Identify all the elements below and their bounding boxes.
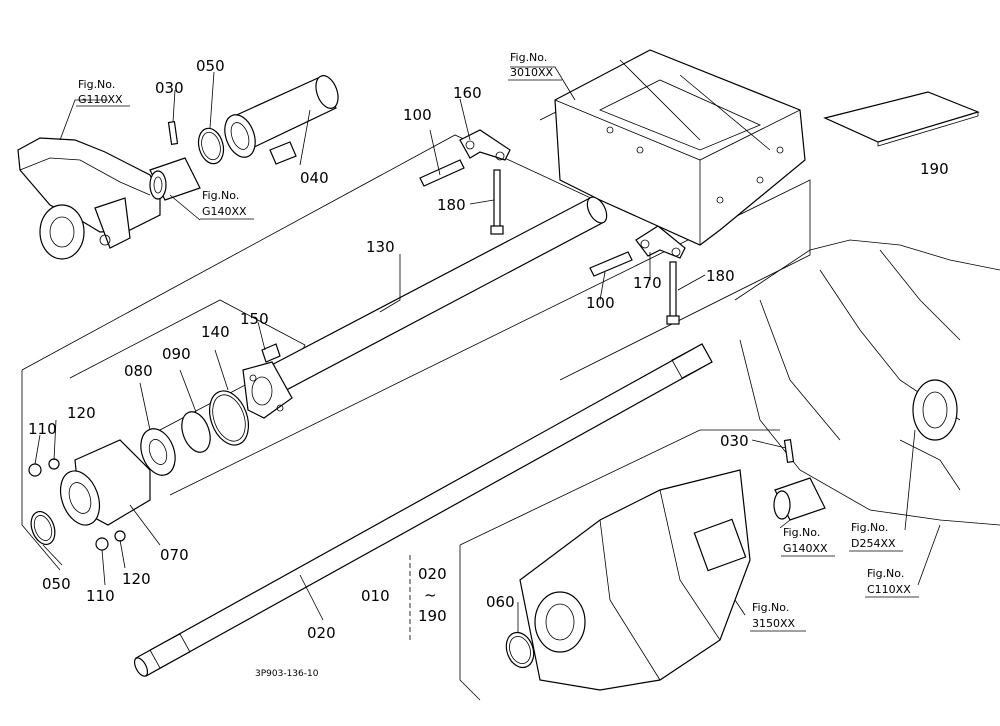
figref-3150-label: Fig.No.: [752, 601, 789, 614]
label-040: 040: [300, 169, 329, 187]
label-030-right: 030: [720, 432, 749, 450]
label-050-bottom: 050: [42, 575, 71, 593]
label-030-top: 030: [155, 79, 184, 97]
figref-g140-top-label: Fig.No.: [202, 189, 239, 202]
label-070: 070: [160, 546, 189, 564]
label-140: 140: [201, 323, 230, 341]
label-080: 080: [124, 362, 153, 380]
figref-g140-top-code: G140XX: [202, 205, 247, 218]
figure-reference-labels: Fig.No. G110XX Fig.No. G140XX Fig.No. 30…: [76, 51, 919, 632]
figref-3010-label: Fig.No.: [510, 51, 547, 64]
label-060: 060: [486, 593, 515, 611]
manual-booklet: [823, 91, 980, 147]
pin-and-bushing-top: [149, 121, 201, 201]
figref-g140-right-code: G140XX: [783, 542, 828, 555]
top-cover-housing: [554, 49, 806, 246]
figref-g110-label: Fig.No.: [78, 78, 115, 91]
figref-d254-label: Fig.No.: [851, 521, 888, 534]
diagram-code: 3P903-136-10: [255, 669, 319, 679]
bracket-assembly: [17, 137, 161, 260]
label-020-set: 020: [418, 565, 447, 583]
label-180-right: 180: [706, 267, 735, 285]
figref-g110-code: G110XX: [78, 93, 123, 106]
studs-and-brackets: [419, 129, 686, 325]
figref-d254-code: D254XX: [851, 537, 896, 550]
oring-and-pipe-top: [197, 75, 339, 165]
label-tilde: ~: [424, 586, 437, 604]
figref-c110-code: C110XX: [867, 583, 911, 596]
leader-lines: [34, 66, 941, 640]
label-020-shaft: 020: [307, 624, 336, 642]
label-190-manual: 190: [920, 160, 949, 178]
pin-and-bushing-right: [773, 439, 826, 521]
label-150: 150: [240, 310, 269, 328]
label-180-top: 180: [437, 196, 466, 214]
part-number-labels: 030 050 040 100 160 180 130 170 180 100 …: [28, 57, 949, 642]
label-120-bottom: 120: [122, 570, 151, 588]
figref-3150-code: 3150XX: [752, 617, 796, 630]
label-100-top: 100: [403, 106, 432, 124]
figref-g140-right-label: Fig.No.: [783, 526, 820, 539]
label-160: 160: [453, 84, 482, 102]
label-090: 090: [162, 345, 191, 363]
figref-c110-label: Fig.No.: [867, 567, 904, 580]
label-170: 170: [633, 274, 662, 292]
figref-3010-code: 3010XX: [510, 66, 554, 79]
label-100-right: 100: [586, 294, 615, 312]
rear-axle-case: [505, 469, 751, 691]
label-110-top: 110: [28, 420, 57, 438]
label-010: 010: [361, 587, 390, 605]
label-120-top: 120: [67, 404, 96, 422]
flange-assembly-left: [28, 390, 250, 551]
label-130: 130: [366, 238, 395, 256]
transmission-case-right: [734, 239, 1000, 526]
pipe-130: [242, 196, 608, 419]
label-110-bottom: 110: [86, 587, 115, 605]
shaft-020: [133, 343, 713, 677]
label-190-set: 190: [418, 607, 447, 625]
label-050-top: 050: [196, 57, 225, 75]
